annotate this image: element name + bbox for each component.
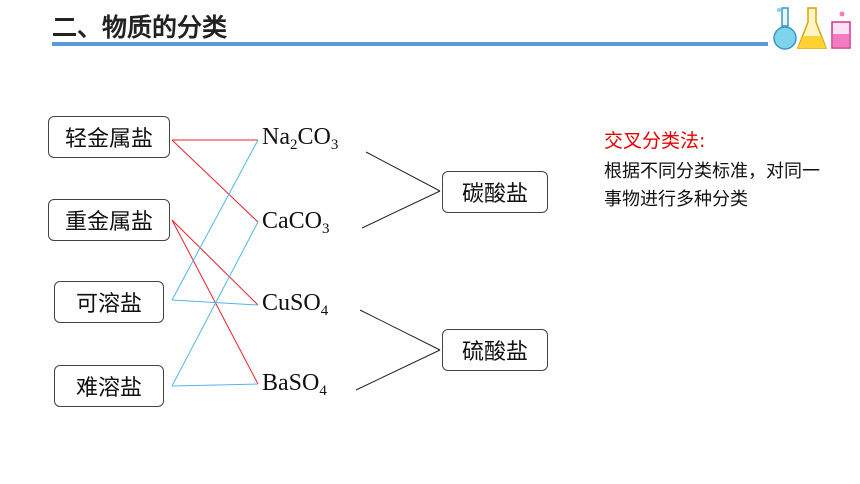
- formula-cuso4: CuSO4: [262, 290, 329, 319]
- title-underline: [52, 42, 768, 46]
- box-soluble-salt: 可溶盐: [54, 281, 164, 323]
- link-heavy-to-cuso4: [171, 219, 259, 306]
- link-insoluble-to-caco3: [171, 221, 259, 387]
- beaker-icon: [831, 11, 851, 49]
- box-insoluble-salt: 难溶盐: [54, 365, 164, 407]
- box-sulfate: 硫酸盐: [442, 329, 548, 371]
- link-soluble-to-cuso4: [171, 299, 259, 306]
- box-light-metal-salt: 轻金属盐: [48, 116, 170, 158]
- lab-glassware-icons: [773, 7, 851, 50]
- link-light-to-caco3: [171, 139, 259, 223]
- formula-baso4: BaSO4: [262, 370, 327, 399]
- formula-na2co3: Na2CO3: [262, 124, 339, 153]
- link-insoluble-to-baso4: [171, 383, 259, 387]
- link-cuso4-to-sulfate: [359, 309, 441, 351]
- blue-links: [171, 139, 259, 387]
- flask-round-icon: [773, 7, 797, 50]
- link-caco3-to-carbonate: [361, 190, 441, 229]
- black-links: [355, 151, 441, 391]
- link-baso4-to-sulfate: [355, 349, 441, 391]
- flask-conical-icon: [796, 7, 828, 49]
- formula-caco3: CaCO3: [262, 208, 330, 237]
- link-soluble-to-na2co3: [171, 139, 259, 301]
- red-links: [171, 139, 259, 385]
- note-heading: 交叉分类法:: [604, 130, 706, 152]
- box-carbonate: 碳酸盐: [442, 171, 548, 213]
- note-body: 根据不同分类标准，对同一事物进行多种分类: [604, 161, 820, 210]
- page-title: 二、物质的分类: [52, 13, 228, 42]
- link-na2co3-to-carbonate: [365, 151, 441, 192]
- box-heavy-metal-salt: 重金属盐: [48, 199, 170, 241]
